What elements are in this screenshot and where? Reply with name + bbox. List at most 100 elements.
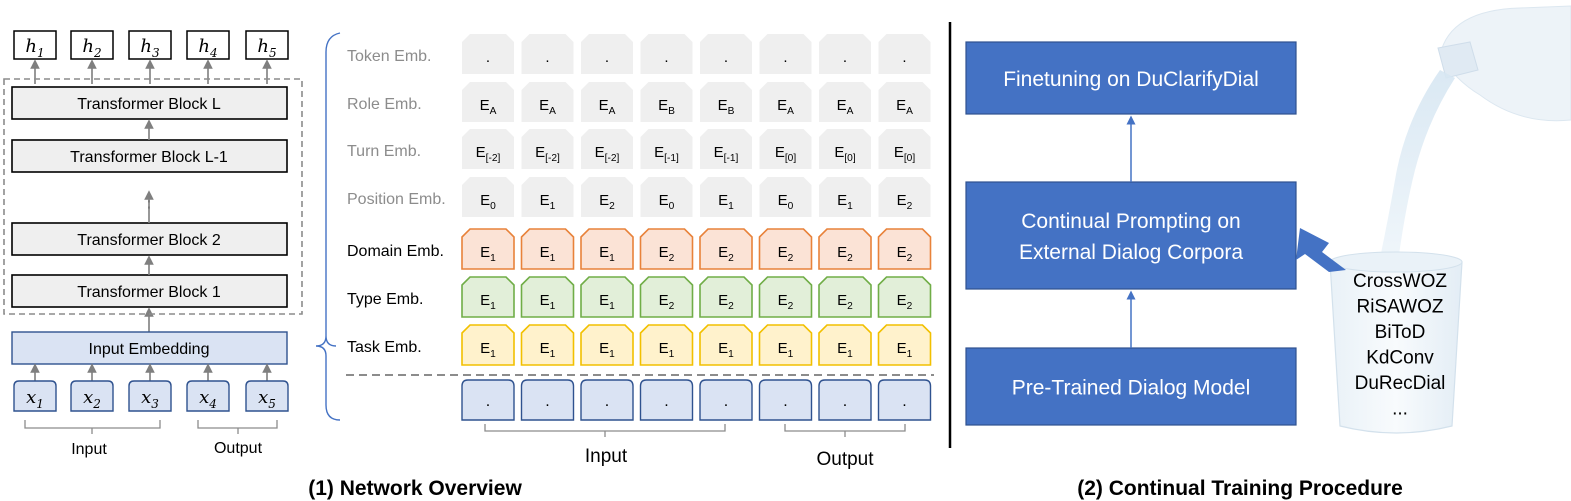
transformer-block-label: Transformer Block 1 bbox=[77, 284, 221, 301]
embedding-cell-text-sub: 0 bbox=[669, 201, 675, 212]
embedding-cell-text-base: . bbox=[902, 49, 906, 66]
token-input-text: . bbox=[902, 393, 906, 410]
embedding-cell bbox=[462, 82, 514, 122]
embedding-cell bbox=[877, 276, 932, 318]
caption-network-overview: (1) Network Overview bbox=[308, 477, 522, 500]
embedding-cell-text: E[-1] bbox=[714, 144, 739, 164]
embedding-cell-text: E1 bbox=[540, 340, 556, 360]
embedding-cell-text-sub: [-2] bbox=[545, 153, 560, 164]
embedding-cell-text-base: E bbox=[778, 192, 788, 209]
embedding-cell-text: E2 bbox=[718, 244, 734, 264]
embedding-cell-text: EB bbox=[658, 97, 675, 117]
embedding-cell bbox=[758, 228, 813, 270]
token-input-cell bbox=[461, 379, 515, 421]
embedding-cell-text: . bbox=[902, 49, 906, 66]
embedding-cell bbox=[877, 228, 932, 270]
procedure-step-label: Continual Prompting on External Dialog Co… bbox=[1019, 210, 1243, 264]
embedding-cell bbox=[521, 177, 574, 217]
embedding-cell-text: E2 bbox=[897, 244, 913, 264]
embedding-cell-text: E2 bbox=[837, 244, 853, 264]
embedding-cell-text-base: E bbox=[897, 292, 907, 309]
embedding-cell-text: E2 bbox=[897, 292, 913, 312]
input-bracket bbox=[24, 420, 161, 434]
token-input-text: . bbox=[843, 393, 847, 410]
procedure-step-line: External Dialog Corpora bbox=[1019, 241, 1243, 264]
embedding-cell-text: EA bbox=[599, 97, 616, 117]
embedding-cell-text-base: E bbox=[654, 144, 664, 161]
embedding-cell-text-base: E bbox=[718, 192, 728, 209]
embedding-cell-text: . bbox=[664, 49, 668, 66]
embedding-cell bbox=[520, 324, 575, 366]
input-group-label: Input bbox=[71, 441, 107, 458]
embedding-cell-text-sub: 1 bbox=[728, 349, 734, 360]
embedding-cell bbox=[581, 177, 633, 217]
embedding-cell-text-sub: 1 bbox=[788, 349, 794, 360]
embedding-cell-text-base: E bbox=[480, 244, 490, 261]
embedding-cell-text-base: E bbox=[714, 144, 724, 161]
embedding-cell bbox=[819, 177, 871, 217]
embedding-cell-text-sub: 2 bbox=[788, 253, 794, 264]
embedding-cell-text-base: . bbox=[605, 49, 609, 66]
embedding-cell-text: . bbox=[486, 49, 490, 66]
token-output-label: Output bbox=[816, 449, 874, 470]
embedding-cell-text: E[0] bbox=[834, 144, 856, 164]
embedding-cell bbox=[462, 129, 514, 169]
embedding-cell-text: E2 bbox=[599, 192, 615, 212]
embedding-cell-text-sub: 1 bbox=[550, 349, 556, 360]
input-label-sub: 1 bbox=[36, 397, 44, 411]
procedure-step-line: Pre-Trained Dialog Model bbox=[1012, 377, 1251, 400]
embedding-cell-text-base: E bbox=[837, 244, 847, 261]
input-box-5 bbox=[245, 380, 289, 412]
embedding-cell-text: E1 bbox=[659, 340, 675, 360]
output-group-label: Output bbox=[214, 440, 263, 457]
embedding-row-label: Type Emb. bbox=[347, 291, 423, 308]
embedding-cell-text-sub: A bbox=[490, 106, 497, 117]
embedding-cell-text-base: . bbox=[724, 49, 728, 66]
input-label-3: x3 bbox=[141, 387, 159, 411]
embedding-cell-text-base: E bbox=[775, 144, 785, 161]
embedding-cell-text-base: E bbox=[599, 292, 609, 309]
output-box-2 bbox=[70, 30, 114, 60]
embedding-cell bbox=[759, 177, 812, 217]
embedding-cell-text-sub: A bbox=[787, 106, 794, 117]
embedding-cell bbox=[818, 324, 872, 366]
embedding-cell bbox=[580, 324, 634, 366]
embedding-cell-text-sub: 1 bbox=[907, 349, 913, 360]
output-label-4: h4 bbox=[198, 36, 217, 60]
embedding-cell-text-base: E bbox=[834, 144, 844, 161]
embedding-cell-text-base: . bbox=[843, 49, 847, 66]
token-input-text: . bbox=[664, 393, 668, 410]
token-input-text: . bbox=[724, 393, 728, 410]
embedding-cell-text-base: E bbox=[659, 292, 669, 309]
embedding-cell-text-base: E bbox=[535, 144, 545, 161]
input-embedding-box bbox=[11, 331, 288, 365]
embedding-cell bbox=[640, 129, 693, 169]
embedding-cell-text-base: E bbox=[897, 192, 907, 209]
embedding-cell-text-sub: 1 bbox=[550, 201, 556, 212]
input-label-1: x1 bbox=[26, 387, 44, 411]
output-label-sub: 5 bbox=[269, 46, 277, 60]
embedding-cell bbox=[640, 34, 693, 74]
procedure-step-line: Continual Prompting on bbox=[1021, 210, 1240, 233]
embedding-cell bbox=[521, 34, 574, 74]
embedding-cell bbox=[878, 129, 931, 169]
embedding-cell-text-sub: A bbox=[906, 106, 913, 117]
embedding-cell-text-sub: 1 bbox=[490, 253, 496, 264]
token-input-text: . bbox=[486, 393, 490, 410]
embedding-cell-text-sub: 2 bbox=[788, 301, 794, 312]
embedding-cell-text-base: E bbox=[837, 192, 847, 209]
embedding-cell-text-sub: 2 bbox=[728, 301, 734, 312]
embedding-cell bbox=[819, 34, 871, 74]
embedding-cell-text-base: E bbox=[894, 144, 904, 161]
embedding-cell bbox=[819, 129, 871, 169]
token-input-cell bbox=[818, 379, 872, 421]
embedding-cell-text-sub: A bbox=[609, 106, 616, 117]
input-box-2 bbox=[70, 380, 114, 412]
embedding-cell-text: E0 bbox=[778, 192, 794, 212]
procedure-step-box-3 bbox=[965, 347, 1297, 426]
embedding-cell bbox=[759, 82, 812, 122]
embedding-cell bbox=[462, 177, 514, 217]
embedding-cell bbox=[639, 228, 694, 270]
transformer-block-label: Transformer Block 2 bbox=[77, 232, 221, 249]
